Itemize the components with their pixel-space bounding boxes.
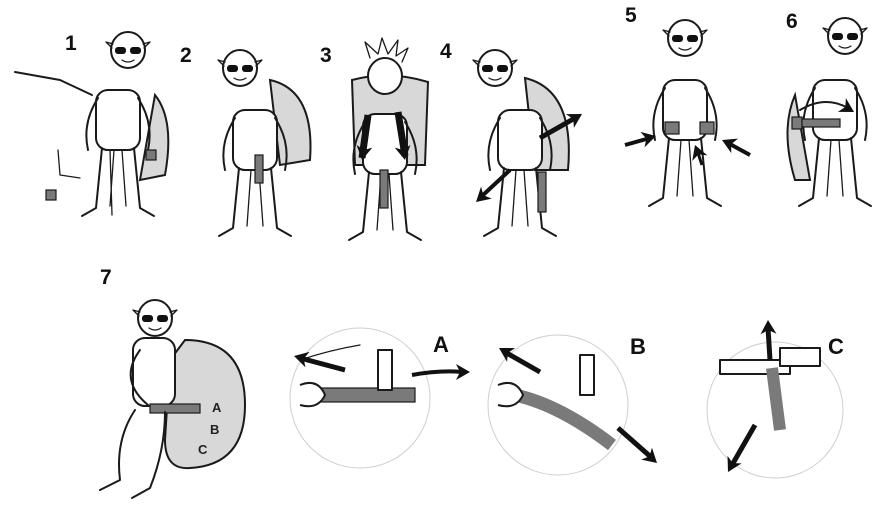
step7-strap-label-a: A	[212, 400, 222, 415]
step-5-figure	[625, 20, 750, 206]
step7-strap-label-b: B	[210, 422, 219, 437]
step-6-figure	[788, 18, 872, 206]
step-2-figure	[218, 50, 311, 236]
step-number-7: 7	[100, 266, 112, 289]
step-7-figure	[100, 300, 245, 498]
step7-strap-label-c: C	[198, 442, 208, 457]
step-number-4: 4	[440, 40, 452, 63]
step-number-6: 6	[786, 10, 798, 33]
step-number-2: 2	[180, 44, 192, 67]
step-1-figure	[15, 32, 168, 216]
step-number-1: 1	[65, 32, 77, 55]
detail-label-a: A	[433, 332, 449, 357]
step-number-5: 5	[625, 4, 637, 27]
step-4-figure	[471, 50, 586, 236]
step-number-3: 3	[320, 44, 332, 67]
detail-label-b: B	[630, 334, 646, 359]
detail-c-closeup	[707, 320, 843, 478]
step-3-figure	[349, 38, 428, 240]
detail-label-c: C	[828, 334, 844, 359]
